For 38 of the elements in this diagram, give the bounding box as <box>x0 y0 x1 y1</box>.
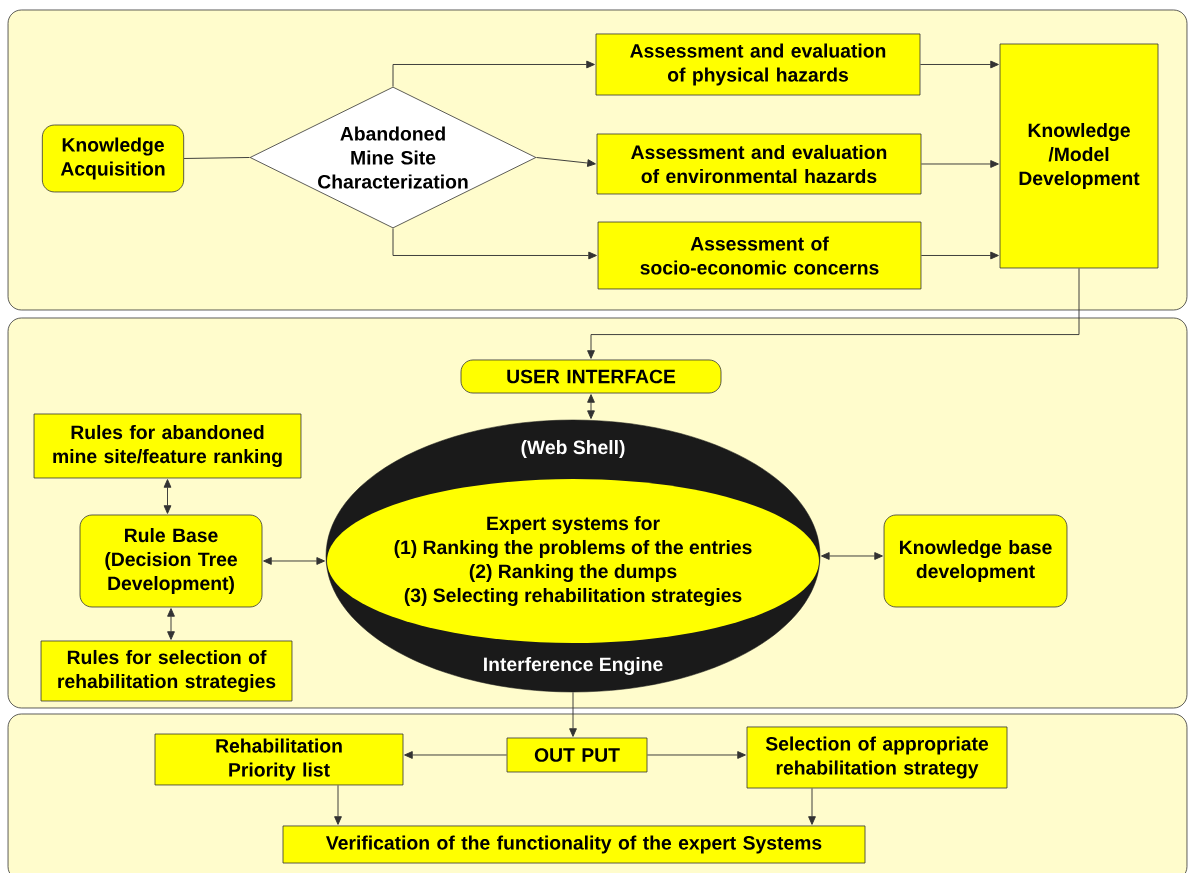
ellipse-text: Expert systems for <box>487 516 660 534</box>
arrow <box>587 267 1080 359</box>
arrow <box>334 784 342 825</box>
arrow <box>808 787 816 825</box>
arrow <box>404 751 508 759</box>
arrow <box>392 60 595 88</box>
arrow <box>569 691 577 737</box>
process-box: Selection of appropriate rehabilitation strategy <box>746 726 1008 789</box>
arrow <box>163 479 172 514</box>
arrow <box>587 394 595 419</box>
arrow <box>919 60 999 69</box>
arrow <box>535 157 596 167</box>
process-box: OUT PUT <box>506 737 648 773</box>
ellipse-text: (3) Selecting rehabilitation strategies <box>404 587 742 607</box>
arrow <box>263 557 325 565</box>
ellipse-heading: (Web Shell) <box>521 440 625 458</box>
rounded-box: Knowledge base development <box>883 514 1068 608</box>
process-box: Rules for selection of rehabilitation strategies <box>40 640 293 702</box>
rounded-box: Knowledge Acquisition <box>41 124 185 193</box>
rounded-box: USER INTERFACE <box>460 359 722 394</box>
process-box: Assessment and evaluation of environmental hazards <box>596 133 922 195</box>
arrow <box>646 751 746 759</box>
arrow <box>167 608 175 640</box>
ellipse-text: (1) Ranking the problems of the entries <box>394 539 752 559</box>
process-box: Assessment and evaluation of physical hazards <box>595 33 921 96</box>
ellipse-footer: Interference Engine <box>484 656 663 676</box>
process-box: Rules for abandoned mine site/feature ranking <box>33 413 302 479</box>
process-box: Knowledge /Model Development <box>999 43 1159 269</box>
ellipse-text: (2) Ranking the dumps <box>469 563 677 583</box>
arrow <box>920 160 999 168</box>
process-box: Verification of the functionality of the expert Systems <box>282 825 866 864</box>
rounded-box: Rule Base (Decision Tree Development) <box>79 514 263 608</box>
arrow <box>920 251 999 260</box>
connector-line <box>183 157 251 159</box>
process-box: Assessment of socio-economic concerns <box>597 221 922 290</box>
arrow <box>821 552 883 560</box>
arrow <box>392 227 597 260</box>
process-box: Rehabilitation Priority list <box>154 733 404 786</box>
